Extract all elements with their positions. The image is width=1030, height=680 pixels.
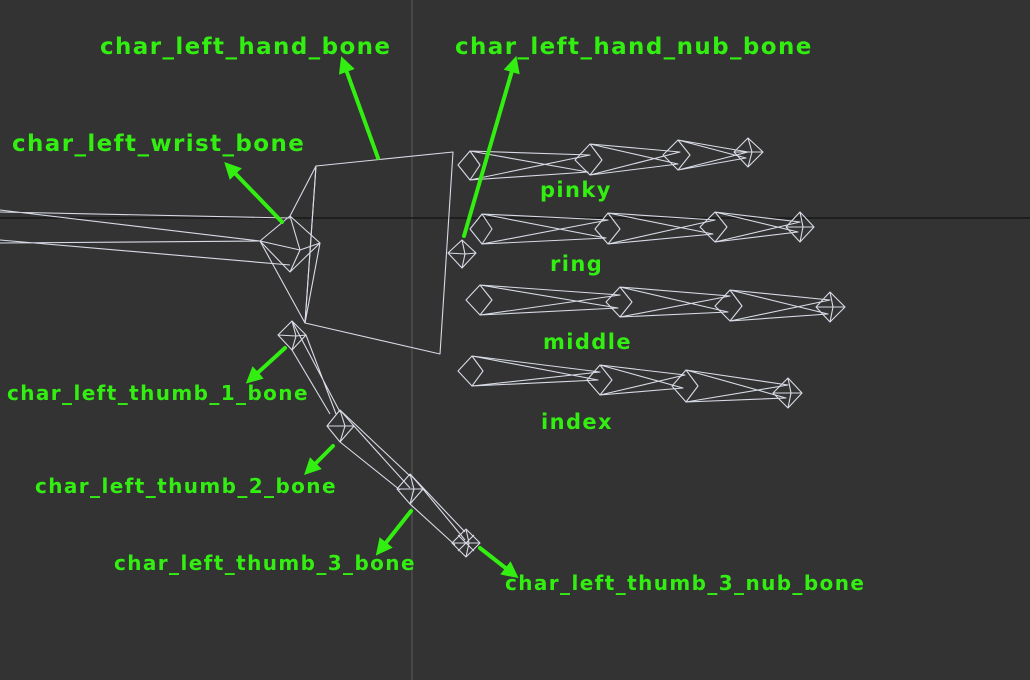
label-finger-pinky: pinky	[540, 178, 612, 202]
forearm-bone[interactable]	[0, 209, 291, 266]
arrow-thumb-1-bone	[245, 346, 287, 384]
finger-middle[interactable]	[465, 284, 846, 323]
thumb-2-bone[interactable]	[326, 409, 411, 491]
arrow-hand-nub-bone	[462, 55, 520, 238]
label-thumb-2-bone: char_left_thumb_2_bone	[35, 474, 337, 498]
arrow-wrist-bone	[224, 161, 284, 224]
thumb-3-nub-bone[interactable]	[451, 528, 481, 558]
label-thumb-1-bone: char_left_thumb_1_bone	[7, 381, 309, 405]
label-thumb-3-bone: char_left_thumb_3_bone	[114, 551, 416, 575]
arrow-hand-bone	[338, 56, 380, 160]
label-finger-middle: middle	[543, 330, 632, 354]
arrow-thumb-3-nub-bone	[478, 546, 519, 579]
label-hand-nub-bone: char_left_hand_nub_bone	[455, 34, 813, 60]
finger-ring[interactable]	[469, 211, 815, 245]
arrow-thumb-3-bone	[375, 509, 413, 556]
thumb-1-bone[interactable]	[277, 320, 341, 415]
label-thumb-3-nub-bone: char_left_thumb_3_nub_bone	[505, 571, 865, 595]
label-wrist-bone: char_left_wrist_bone	[12, 131, 305, 157]
thumb-3-bone[interactable]	[396, 473, 466, 546]
label-finger-ring: ring	[550, 252, 603, 276]
arrow-thumb-2-bone	[304, 444, 335, 475]
label-hand-bone: char_left_hand_bone	[100, 34, 391, 60]
hand-nub-bone[interactable]	[447, 239, 477, 269]
label-finger-index: index	[541, 410, 613, 434]
hand-bone[interactable]	[259, 151, 454, 355]
finger-index[interactable]	[457, 355, 803, 409]
finger-pinky[interactable]	[457, 137, 764, 181]
